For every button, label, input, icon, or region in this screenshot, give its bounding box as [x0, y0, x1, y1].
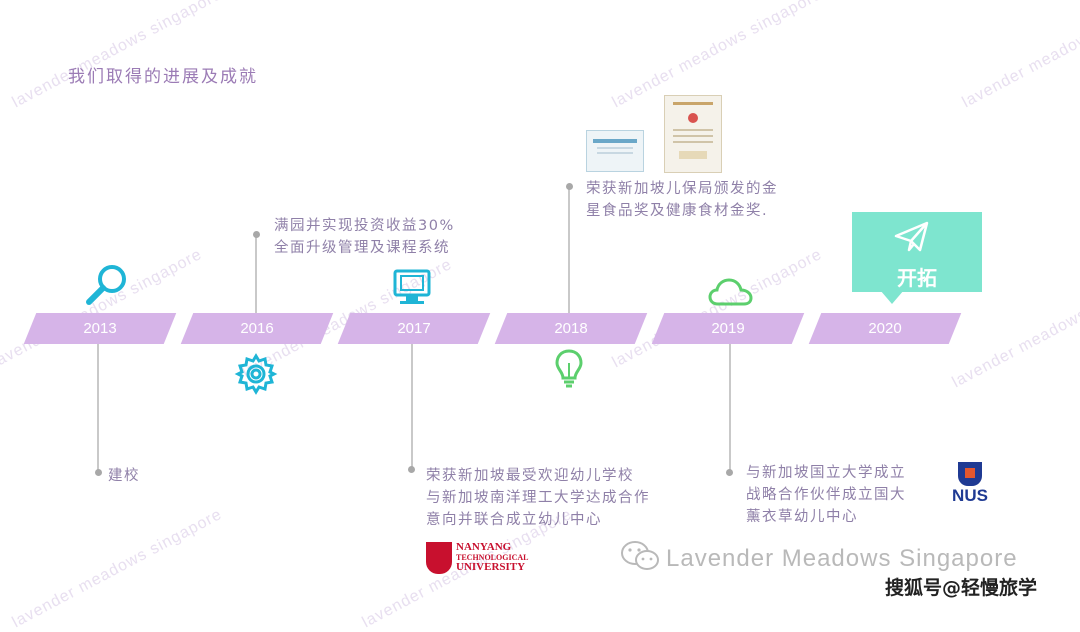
cloud-icon [708, 278, 753, 306]
event-2017-text: 荣获新加坡最受欢迎幼儿学校 与新加坡南洋理工大学达成合作 意向并联合成立幼儿中心 [426, 465, 650, 531]
connector-dot-2017 [408, 466, 415, 473]
magnifier-icon [86, 265, 126, 305]
ntu-line-2: TECHNOLOGICAL [456, 553, 529, 562]
callout-tail [880, 290, 904, 304]
footer-brand: Lavender Meadows Singapore [666, 545, 1018, 572]
certificate-image [586, 130, 644, 172]
year-label-2019: 2019 [711, 320, 745, 337]
watermark: lavender meadows singapore [959, 0, 1080, 112]
connector-2019 [729, 344, 731, 472]
connector-2016 [255, 234, 257, 314]
event-2018-line-1: 荣获新加坡儿保局颁发的金 [586, 181, 778, 197]
certificate-image [664, 95, 722, 173]
ntu-logo-text: NANYANG TECHNOLOGICAL UNIVERSITY [456, 542, 528, 573]
year-label-2016: 2016 [240, 320, 274, 337]
monitor-icon [393, 269, 431, 304]
connector-dot-2013 [95, 469, 102, 476]
nus-logo-text: NUS [952, 486, 988, 505]
ntu-line-1: NANYANG [456, 541, 512, 553]
connector-dot-2019 [726, 469, 733, 476]
event-2016-line-1: 满园并实现投资收益30% [274, 218, 455, 234]
event-2019-line-1: 与新加坡国立大学成立 [746, 465, 906, 481]
connector-2018 [568, 186, 570, 314]
connector-2013 [97, 344, 99, 472]
nus-logo: NUS [950, 462, 990, 518]
event-2020-label: 开拓 [897, 266, 937, 290]
wechat-icon [621, 541, 659, 570]
event-2018-text: 荣获新加坡儿保局颁发的金 星食品奖及健康食材金奖. [586, 178, 778, 222]
gear-icon [234, 353, 278, 395]
year-label-2013: 2013 [83, 320, 117, 337]
year-label-2018: 2018 [554, 320, 588, 337]
footer-source: 搜狐号@轻慢旅学 [885, 577, 1038, 599]
connector-dot-2018 [566, 183, 573, 190]
event-2017-line-2: 与新加坡南洋理工大学达成合作 [426, 490, 650, 506]
nus-crest-icon [958, 462, 982, 486]
event-2016-text: 满园并实现投资收益30% 全面升级管理及课程系统 [274, 215, 455, 259]
year-label-2017: 2017 [397, 320, 431, 337]
watermark: lavender meadows singapore [609, 245, 826, 372]
event-2013-text: 建校 [108, 468, 140, 484]
ntu-logo: NANYANG TECHNOLOGICAL UNIVERSITY [426, 542, 528, 574]
event-2019-text: 与新加坡国立大学成立 战略合作伙伴成立国大 薰衣草幼儿中心 [746, 462, 906, 528]
event-2019-line-3: 薰衣草幼儿中心 [746, 509, 858, 525]
event-2017-line-1: 荣获新加坡最受欢迎幼儿学校 [426, 468, 634, 484]
paper-plane-icon [894, 221, 929, 252]
callout-2020 [852, 212, 982, 292]
event-2018-line-2: 星食品奖及健康食材金奖. [586, 203, 769, 219]
year-label-2020: 2020 [868, 320, 902, 337]
page-title: 我们取得的进展及成就 [68, 67, 258, 87]
watermark: lavender meadows singapore [9, 0, 226, 112]
event-2019-line-2: 战略合作伙伴成立国大 [746, 487, 906, 503]
connector-2017 [411, 344, 413, 469]
watermark: lavender meadows singapore [9, 505, 226, 632]
event-2017-line-3: 意向并联合成立幼儿中心 [426, 512, 602, 528]
lightbulb-icon [555, 349, 583, 388]
ntu-crest-icon [426, 542, 452, 574]
connector-dot-2016 [253, 231, 260, 238]
ntu-line-3: UNIVERSITY [456, 561, 526, 573]
event-2016-line-2: 全面升级管理及课程系统 [274, 240, 450, 256]
